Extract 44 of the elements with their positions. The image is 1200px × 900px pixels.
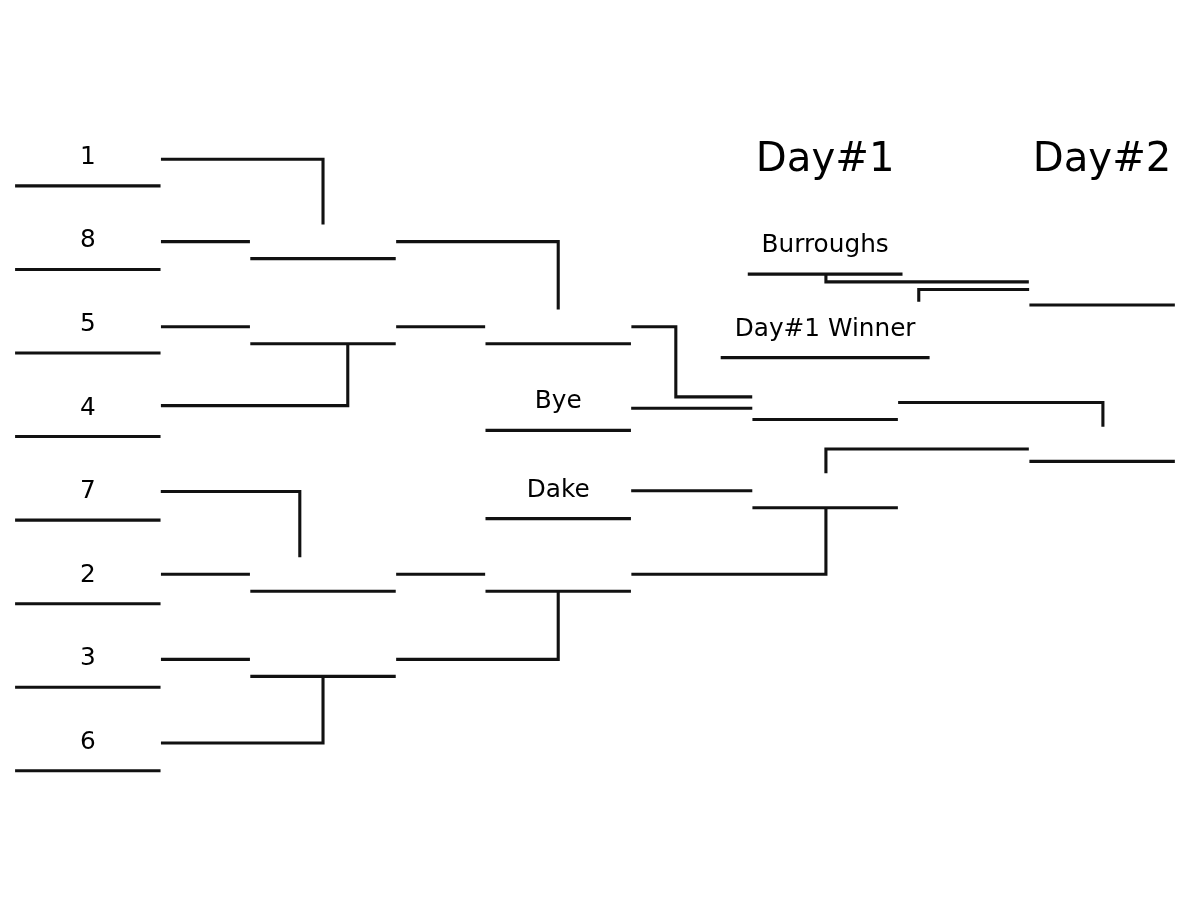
node-bar bbox=[752, 417, 898, 421]
node-bar bbox=[1029, 459, 1175, 463]
connector bbox=[160, 343, 350, 407]
connector bbox=[824, 273, 1029, 283]
connector bbox=[160, 157, 325, 225]
label: Day#2 bbox=[1032, 133, 1172, 180]
node-text: 5 bbox=[79, 307, 96, 337]
node-text: 8 bbox=[79, 223, 96, 253]
node-text: 4 bbox=[79, 391, 96, 421]
node-bar bbox=[1029, 303, 1175, 307]
node-text: Burroughs bbox=[761, 228, 889, 258]
node-text: 7 bbox=[79, 474, 96, 504]
connector bbox=[898, 400, 1105, 427]
node-bar bbox=[485, 341, 631, 345]
node-bar bbox=[752, 505, 898, 509]
connector bbox=[396, 591, 560, 661]
connector bbox=[824, 446, 1029, 473]
node-bar bbox=[250, 256, 396, 260]
connector bbox=[160, 657, 250, 661]
connector bbox=[160, 572, 250, 576]
connector bbox=[396, 239, 560, 309]
connector bbox=[631, 406, 753, 410]
connector bbox=[160, 676, 325, 744]
connector bbox=[917, 287, 1030, 302]
connector bbox=[160, 489, 302, 557]
connector bbox=[160, 324, 250, 328]
node-text: 2 bbox=[79, 558, 96, 588]
node-bar bbox=[250, 589, 396, 593]
node-text: 1 bbox=[79, 140, 96, 170]
label: Day#1 bbox=[755, 133, 895, 180]
node-bar bbox=[250, 341, 396, 345]
node-text: Day#1 Winner bbox=[734, 312, 916, 342]
node-text: 6 bbox=[79, 725, 96, 755]
connector bbox=[396, 572, 486, 576]
node-text: 3 bbox=[79, 641, 96, 671]
connector bbox=[631, 507, 828, 576]
connector bbox=[631, 324, 753, 398]
connector bbox=[396, 324, 486, 328]
node-text: Dake bbox=[526, 473, 590, 503]
node-bar bbox=[250, 674, 396, 678]
node-text: Bye bbox=[534, 384, 582, 414]
connector bbox=[160, 239, 250, 243]
node-bar bbox=[485, 589, 631, 593]
connector bbox=[631, 488, 753, 492]
